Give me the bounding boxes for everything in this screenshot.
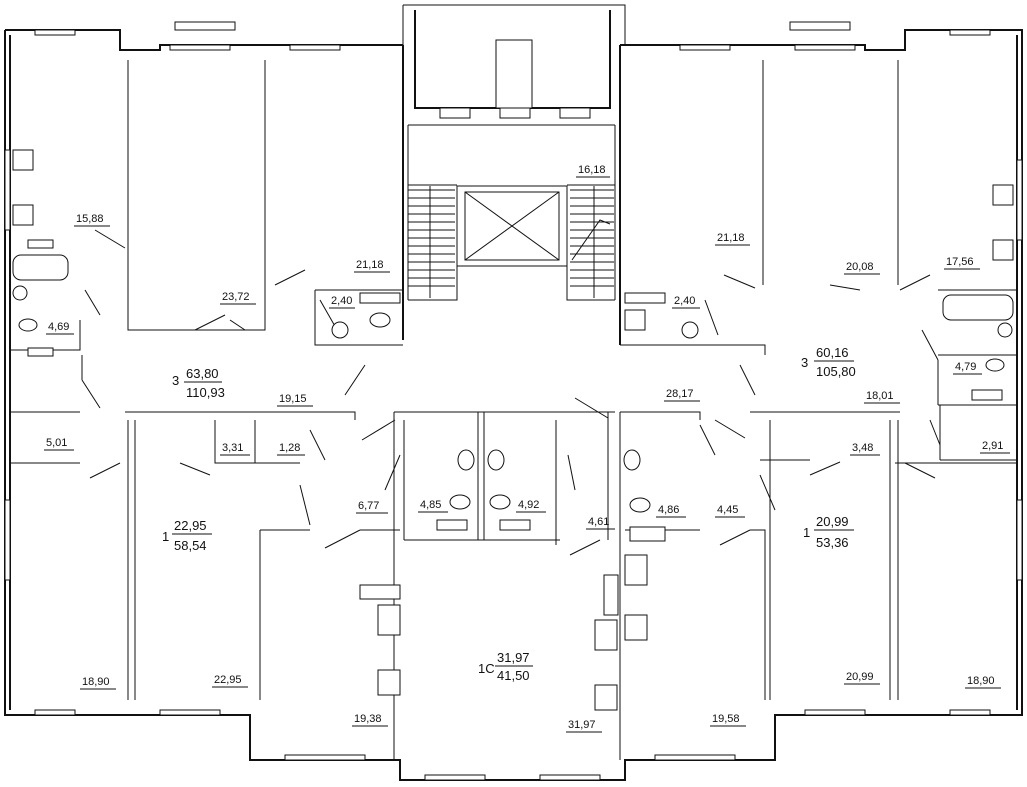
apartment-3-left: 3 63,80 110,93 (172, 366, 225, 400)
svg-text:15,88: 15,88 (76, 213, 104, 225)
room-2-40-left: 2,40 (329, 295, 355, 309)
windows (4, 21, 1023, 781)
svg-text:1,28: 1,28 (279, 442, 300, 454)
room-4-45: 4,45 (715, 504, 745, 518)
room-6-77: 6,77 (356, 500, 388, 514)
room-labels: 15,88 23,72 21,18 2,40 16,18 21,18 20,08… (44, 164, 1010, 733)
room-4-79: 4,79 (953, 361, 982, 375)
room-23-72: 23,72 (220, 291, 256, 305)
room-4-85: 4,85 (418, 499, 448, 513)
svg-text:16,18: 16,18 (578, 164, 606, 176)
svg-text:60,16: 60,16 (816, 345, 849, 360)
svg-text:22,95: 22,95 (214, 674, 242, 686)
svg-text:5,01: 5,01 (46, 437, 67, 449)
svg-text:18,90: 18,90 (967, 675, 995, 687)
room-19-58: 19,58 (710, 713, 746, 727)
svg-text:4,61: 4,61 (588, 516, 609, 528)
room-22-95: 22,95 (212, 674, 248, 688)
svg-text:23,72: 23,72 (222, 291, 250, 303)
svg-text:4,86: 4,86 (658, 504, 679, 516)
svg-text:2,40: 2,40 (331, 295, 352, 307)
svg-text:3,48: 3,48 (852, 442, 873, 454)
svg-text:31,97: 31,97 (568, 719, 596, 731)
room-4-69: 4,69 (46, 321, 74, 335)
svg-text:3: 3 (172, 373, 179, 388)
svg-text:31,97: 31,97 (497, 650, 530, 665)
room-4-92: 4,92 (516, 499, 546, 513)
apartment-labels: 3 63,80 110,93 3 60,16 105,80 1 22,95 58… (162, 345, 856, 683)
fixtures (12, 149, 1014, 711)
svg-text:3,31: 3,31 (222, 442, 243, 454)
room-19-15: 19,15 (277, 393, 313, 407)
svg-text:20,99: 20,99 (816, 514, 849, 529)
stairs-left (408, 186, 455, 298)
svg-text:21,18: 21,18 (356, 259, 384, 271)
svg-text:21,18: 21,18 (717, 232, 745, 244)
svg-text:19,15: 19,15 (279, 393, 307, 405)
room-2-40-right: 2,40 (672, 295, 700, 309)
svg-text:63,80: 63,80 (186, 366, 219, 381)
svg-text:19,38: 19,38 (354, 713, 382, 725)
room-28-17: 28,17 (664, 388, 700, 402)
room-18-90-left: 18,90 (80, 676, 116, 690)
room-15-88: 15,88 (74, 213, 110, 227)
svg-text:17,56: 17,56 (946, 256, 974, 268)
svg-text:2,40: 2,40 (674, 295, 695, 307)
svg-text:41,50: 41,50 (497, 668, 530, 683)
svg-text:18,90: 18,90 (82, 676, 110, 688)
apartment-3-right: 3 60,16 105,80 (801, 345, 856, 379)
svg-text:58,54: 58,54 (174, 538, 207, 553)
svg-text:3: 3 (801, 355, 808, 370)
svg-text:20,08: 20,08 (846, 261, 874, 273)
outer-walls (4, 4, 1023, 781)
room-4-86: 4,86 (656, 504, 686, 518)
svg-text:22,95: 22,95 (174, 518, 207, 533)
svg-text:2,91: 2,91 (982, 440, 1003, 452)
balcony-door (495, 39, 533, 109)
svg-text:53,36: 53,36 (816, 535, 849, 550)
svg-text:6,77: 6,77 (358, 500, 379, 512)
room-19-38: 19,38 (352, 713, 388, 727)
room-21-18-right: 21,18 (715, 232, 750, 246)
svg-text:18,01: 18,01 (866, 390, 894, 402)
room-31-97: 31,97 (566, 719, 602, 733)
room-3-31: 3,31 (220, 442, 250, 456)
svg-text:105,80: 105,80 (816, 364, 856, 379)
room-17-56: 17,56 (944, 256, 980, 270)
room-18-90-right: 18,90 (965, 675, 1001, 689)
room-5-01: 5,01 (44, 437, 74, 451)
room-20-08: 20,08 (844, 261, 880, 275)
room-4-61: 4,61 (586, 516, 615, 530)
svg-text:1: 1 (803, 525, 810, 540)
room-20-99: 20,99 (844, 671, 880, 685)
svg-text:20,99: 20,99 (846, 671, 874, 683)
room-2-91: 2,91 (980, 440, 1010, 454)
svg-text:1: 1 (162, 529, 169, 544)
room-3-48: 3,48 (850, 442, 880, 456)
svg-text:19,58: 19,58 (712, 713, 740, 725)
svg-text:4,85: 4,85 (420, 499, 441, 511)
room-1-28: 1,28 (277, 442, 305, 456)
stairs-right (570, 186, 614, 298)
apartment-1c-center: 1С 31,97 41,50 (478, 650, 533, 683)
svg-text:1С: 1С (478, 661, 495, 676)
apartment-1-left: 1 22,95 58,54 (162, 518, 212, 553)
apartment-1-right: 1 20,99 53,36 (803, 514, 854, 550)
svg-text:4,92: 4,92 (518, 499, 539, 511)
svg-text:110,93: 110,93 (186, 385, 225, 400)
svg-text:4,79: 4,79 (955, 361, 976, 373)
svg-text:4,45: 4,45 (717, 504, 738, 516)
room-18-01: 18,01 (864, 390, 900, 404)
svg-text:28,17: 28,17 (666, 388, 694, 400)
room-21-18-left: 21,18 (354, 259, 390, 273)
room-16-18: 16,18 (576, 164, 610, 178)
svg-text:4,69: 4,69 (48, 321, 69, 333)
